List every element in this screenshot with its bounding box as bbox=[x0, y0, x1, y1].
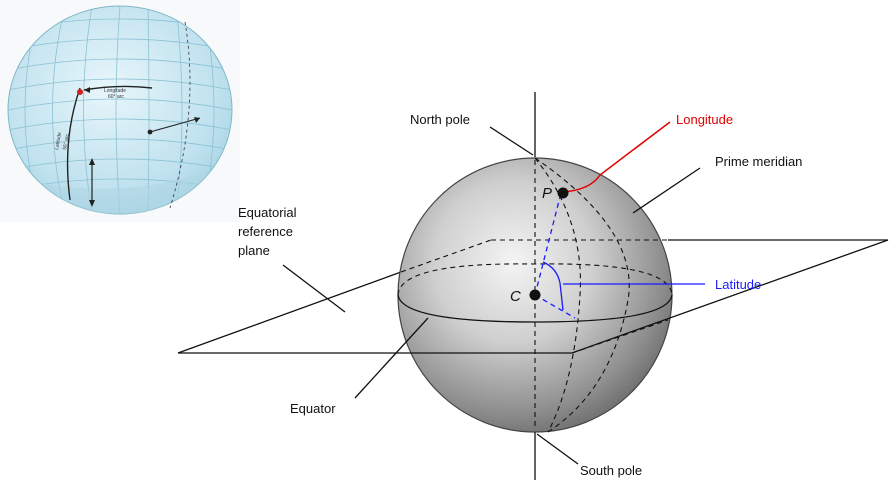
equatorial-plane bbox=[177, 239, 888, 354]
thumb-latitude-label: Latitude bbox=[54, 132, 63, 151]
equatorial-plane-hidden-edges bbox=[400, 239, 669, 354]
prime-meridian-label: Prime meridian bbox=[715, 154, 802, 169]
equator-label: Equator bbox=[290, 401, 336, 416]
prime-meridian-line bbox=[534, 157, 630, 433]
latitude-construction bbox=[534, 192, 705, 319]
equatorial-plane-front bbox=[178, 239, 889, 354]
latitude-label: Latitude bbox=[715, 277, 761, 292]
point-c-label: C bbox=[510, 288, 521, 305]
equatorial-plane-label-line1: Equatorial bbox=[238, 205, 297, 220]
equatorial-plane-label-line3: plane bbox=[238, 243, 270, 258]
leader-lines bbox=[282, 126, 701, 465]
equatorial-plane-label-line2: reference bbox=[238, 224, 293, 239]
thumb-longitude-label: Longitude bbox=[104, 88, 126, 94]
south-pole-label: South pole bbox=[580, 463, 642, 478]
point-p bbox=[557, 187, 569, 199]
point-p-label: P bbox=[542, 185, 552, 202]
point-c bbox=[529, 289, 541, 301]
thumb-latitude-value: 55° arc bbox=[62, 133, 71, 150]
longitude-label: Longitude bbox=[676, 112, 733, 127]
longitude-pointer bbox=[562, 121, 671, 193]
north-pole-label: North pole bbox=[410, 112, 470, 127]
thumb-longitude-value: 60° arc bbox=[108, 94, 124, 100]
thumbnail-globe: Longitude 60° arc Latitude 55° arc bbox=[0, 0, 240, 222]
